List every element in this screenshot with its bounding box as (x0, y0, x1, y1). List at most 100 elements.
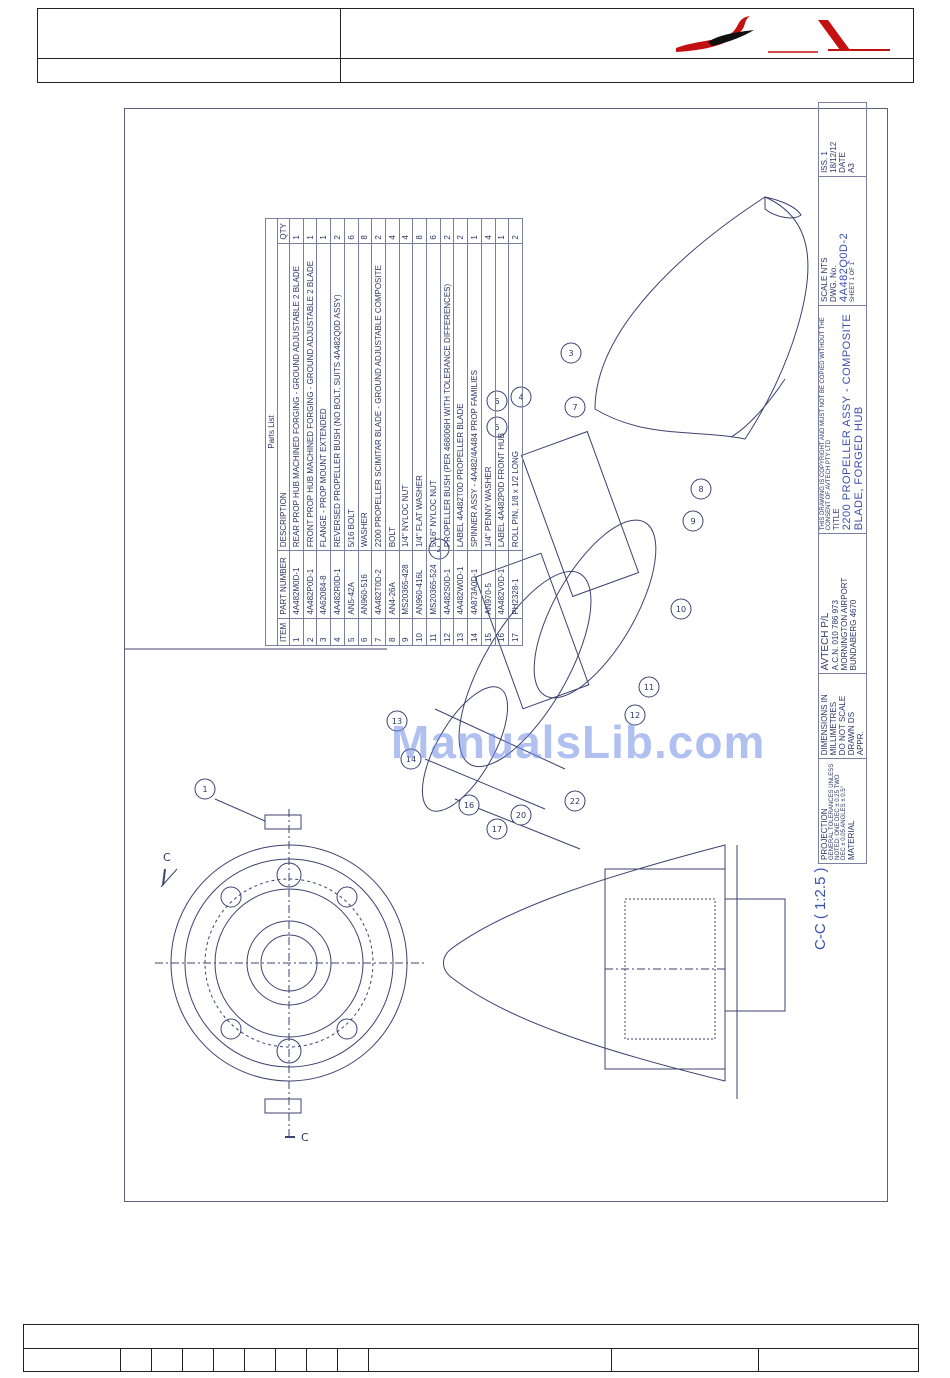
do-not-scale: DO NOT SCALE (838, 695, 847, 756)
parts-cell-part-number: MS20365-428 (399, 550, 413, 619)
parts-cell-qty: 1 (289, 218, 304, 244)
parts-cell-description: 1/4" NYLOC NUT (399, 243, 413, 551)
item-balloon-label: 13 (392, 717, 402, 726)
parts-cell-item: 5 (344, 618, 359, 646)
item-balloon-label: 1 (202, 785, 207, 794)
item-balloon-label: 14 (406, 755, 416, 764)
footer-divider (306, 1348, 307, 1371)
company-acn: A.C.N. 010 786 973 (831, 600, 840, 671)
parts-cell-qty: 4 (399, 218, 413, 244)
item-balloon-label: 11 (644, 683, 654, 692)
drawn-label: DRAWN (847, 725, 856, 756)
parts-cell-qty: 2 (330, 218, 345, 244)
drawing-title-line-1: 2200 PROPELLER ASSY - COMPOSITE (841, 313, 853, 531)
footer-divider (758, 1348, 759, 1371)
parts-cell-part-number: 4A482P0D-1 (303, 550, 317, 619)
parts-cell-item: 7 (371, 618, 386, 646)
copyright-note: THIS DRAWING IS COPYRIGHT AND MUST NOT B… (820, 317, 832, 531)
sheet-size: A3 (847, 163, 856, 173)
parts-cell-part-number: AN960-516 (358, 550, 372, 619)
parts-cell-part-number: 4A873A0D-1 (467, 550, 482, 619)
item-balloon (690, 478, 712, 500)
item-balloon-label: 4 (518, 393, 523, 402)
scale-label: SCALE (820, 275, 829, 302)
header-divider (340, 9, 341, 82)
date-value: 18/12/12 (829, 141, 838, 173)
general-tolerances: GENERAL TOLERANCES UNLESS NOTED: ONE DEC… (829, 763, 847, 860)
item-balloon (194, 778, 216, 800)
parts-cell-part-number: 4A482T0D-2 (371, 550, 386, 619)
projection-label: PROJECTION (820, 808, 829, 860)
parts-cell-item: 6 (358, 618, 372, 646)
page-header-table (37, 8, 914, 83)
parts-cell-part-number: 4A482M0D-1 (289, 550, 304, 619)
title-block: PROJECTION GENERAL TOLERANCES UNLESS NOT… (818, 102, 867, 864)
item-balloon-label: 20 (516, 811, 526, 820)
parts-cell-part-number: AN4-26A (385, 550, 400, 619)
parts-cell-part-number: 4A482V0D-1 (495, 550, 509, 619)
footer-divider (182, 1348, 183, 1371)
parts-cell-qty: 1 (467, 218, 482, 244)
item-balloon (400, 748, 422, 770)
parts-cell-qty: 4 (385, 218, 400, 244)
parts-cell-qty: 2 (453, 218, 468, 244)
item-balloon-label: 8 (698, 485, 703, 494)
parts-cell-qty: 1 (495, 218, 509, 244)
parts-cell-item: 2 (303, 618, 317, 646)
footer-divider (275, 1348, 276, 1371)
item-balloon (564, 790, 586, 812)
bird-logo-icon (676, 16, 890, 53)
col-item: ITEM (277, 618, 290, 646)
watermark: ManualsLib.com (391, 716, 766, 768)
parts-cell-part-number: AN970-5 (481, 550, 496, 619)
parts-cell-qty: 6 (344, 218, 359, 244)
issue-value: 1 (820, 151, 829, 156)
parts-cell-description: LABEL 4A482T0D PROPELLER BLADE (453, 243, 468, 551)
parts-cell-description: 5/16 BOLT (344, 243, 359, 551)
item-balloon (564, 396, 586, 418)
parts-cell-description: SPINNER ASSY - 4A482/4A484 PROP FAMILIES (467, 243, 482, 551)
page-footer-table (23, 1324, 919, 1372)
scale-value: NTS (820, 257, 829, 274)
parts-cell-item: 1 (289, 618, 304, 646)
item-balloon (638, 676, 660, 698)
parts-cell-description: FLANGE - PROP MOUNT EXTENDED (316, 243, 331, 551)
item-balloon (386, 710, 408, 732)
parts-cell-description: 2200 PROPELLER SCIMITAR BLADE - GROUND A… (371, 243, 386, 551)
dimensions-note: DIMENSIONS IN MILLIMETRES (820, 694, 838, 756)
parts-cell-description: 1/4" FLAT WASHER (412, 243, 427, 551)
item-balloon (510, 386, 532, 408)
parts-cell-description: REAR PROP HUB MACHINED FORGING - GROUND … (289, 243, 304, 551)
parts-cell-description: WASHER (358, 243, 372, 551)
parts-cell-part-number: AN960-416L (412, 550, 427, 619)
parts-cell-qty: 1 (316, 218, 331, 244)
drawn-value: DS (847, 711, 856, 724)
item-balloon (624, 704, 646, 726)
item-balloon-label: 22 (570, 797, 580, 806)
parts-cell-item: 4 (330, 618, 345, 646)
item-balloon (428, 538, 450, 560)
parts-cell-description: LABEL 4A482P0D FRONT HUB (495, 243, 509, 551)
section-cut-mark: C (301, 1131, 309, 1144)
parts-cell-part-number: 4A62084-8 (316, 550, 331, 619)
parts-cell-item: 3 (316, 618, 331, 646)
col-qty: QTY (277, 218, 290, 244)
parts-cell-item: 15 (481, 618, 496, 646)
footer-divider (337, 1348, 338, 1371)
parts-list-caption: Parts List (265, 218, 278, 646)
item-balloon-label: 17 (492, 825, 502, 834)
item-balloon-label: 7 (572, 403, 577, 412)
footer-divider (368, 1348, 369, 1371)
parts-cell-description: 1/4" PENNY WASHER (481, 243, 496, 551)
parts-cell-description: REVERSED PROPELLER BUSH (NO BOLT, SUITS … (330, 243, 345, 551)
parts-cell-item: 10 (412, 618, 427, 646)
